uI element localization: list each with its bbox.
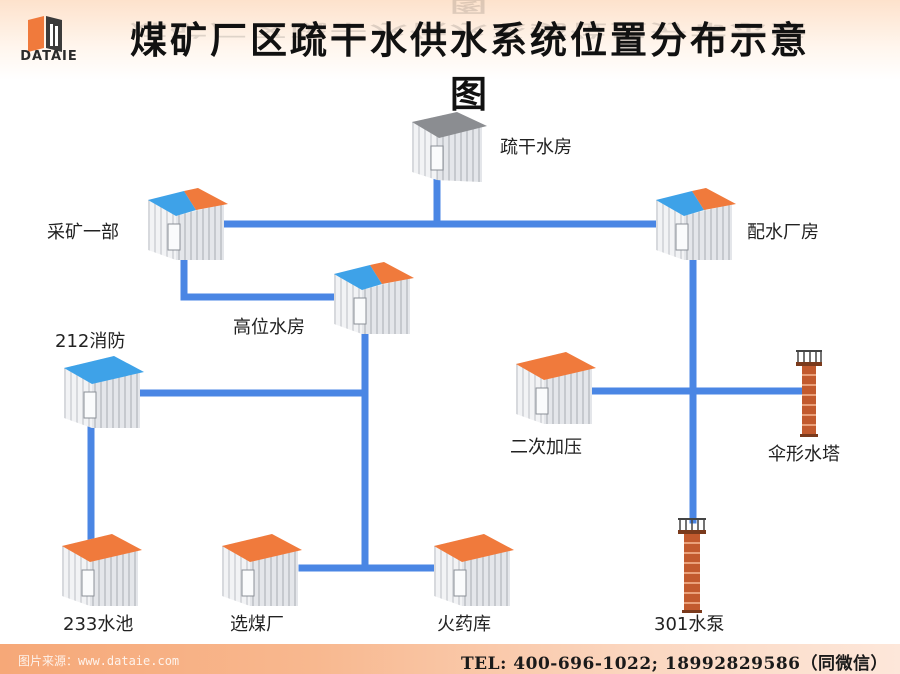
label-mining-dept: 采矿一部 — [47, 222, 119, 243]
label-fire-212: 212消防 — [55, 331, 126, 352]
label-umbrella-tower: 伞形水塔 — [768, 444, 840, 465]
footer-website: 图片来源：www.dataie.com — [18, 654, 180, 668]
label-explosives: 火药库 — [437, 614, 491, 635]
label-booster: 二次加压 — [510, 437, 582, 458]
building-drain-house — [412, 112, 487, 182]
logo-text: DATAIE — [20, 49, 78, 64]
building-high-water-house — [334, 262, 414, 334]
label-high-water-house: 高位水房 — [233, 317, 305, 338]
dataie-logo-icon — [28, 16, 62, 52]
label-pool-233: 233水池 — [63, 614, 134, 635]
label-distribution-house: 配水厂房 — [747, 222, 819, 243]
building-explosives — [434, 534, 514, 606]
page-title: 煤矿厂区疏干水供水系统位置分布示意图 — [130, 18, 810, 116]
pump-301-icon — [678, 518, 706, 613]
building-distribution-house — [656, 188, 736, 260]
footer-contact: TEL: 400-696-1022; 18992829586（同微信） — [461, 654, 888, 674]
pipe-network — [87, 164, 810, 572]
umbrella-tower-icon — [796, 350, 822, 437]
building-mining-dept — [148, 188, 228, 260]
label-pump-301: 301水泵 — [654, 614, 725, 635]
building-fire-212 — [64, 356, 144, 428]
building-booster — [516, 352, 596, 424]
building-coal-prep — [222, 534, 302, 606]
label-drain-house: 疏干水房 — [500, 137, 572, 158]
footer-band: 图片来源：www.dataie.com TEL: 400-696-1022; 1… — [0, 644, 900, 674]
header-band: DATAIE 煤矿厂区疏干水供水系统位置分布示意图 煤矿厂区疏干水供水系统位置分… — [0, 0, 900, 116]
building-pool-233 — [62, 534, 142, 606]
label-coal-prep: 选煤厂 — [230, 614, 284, 635]
